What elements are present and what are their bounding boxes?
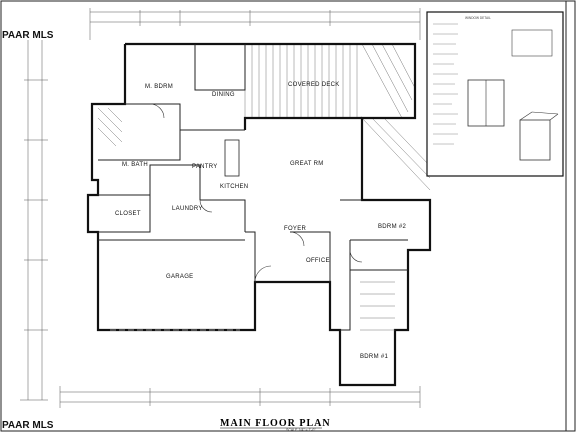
covered-deck-hatch: [244, 43, 431, 191]
room-label-master: M. BDRM: [145, 84, 173, 90]
room-label-bedroom-1: BDRM #1: [360, 354, 388, 360]
left-dimension-lines: [20, 40, 48, 401]
room-label-bedroom-2: BDRM #2: [378, 224, 406, 230]
room-label-kitchen: KITCHEN: [220, 184, 248, 190]
window-detail-caption: WINDOW DETAIL: [465, 16, 491, 20]
room-label-covered-deck: COVERED DECK: [288, 82, 340, 88]
plan-title: MAIN FLOOR PLAN: [220, 418, 331, 429]
plan-scale-note: SCALE 1/4" = 1'-0": [286, 428, 316, 432]
kitchen-island: [224, 139, 240, 177]
top-dimension-lines: [89, 8, 421, 40]
room-label-pantry: PANTRY: [192, 164, 218, 170]
master-closet-hatch: [97, 107, 123, 147]
window-detail-panel: WINDOW DETAIL: [426, 11, 564, 177]
stairs: [360, 281, 395, 331]
room-label-garage: GARAGE: [166, 274, 193, 280]
room-label-master-bath: M. BATH: [122, 162, 148, 168]
bottom-dimension-lines: [59, 386, 421, 408]
door-swings: [149, 103, 363, 283]
room-label-foyer: FOYER: [284, 226, 307, 232]
watermark-bottom-left: PAAR MLS: [2, 420, 54, 431]
watermark-top-left: PAAR MLS: [2, 30, 54, 41]
room-label-closet: CLOSET: [115, 211, 141, 217]
room-label-laundry: LAUNDRY: [172, 206, 203, 212]
room-label-dining: DINING: [212, 92, 235, 98]
house-walls: [86, 42, 432, 387]
room-label-office: OFFICE: [306, 258, 330, 264]
room-label-great-room: GREAT RM: [290, 161, 324, 167]
